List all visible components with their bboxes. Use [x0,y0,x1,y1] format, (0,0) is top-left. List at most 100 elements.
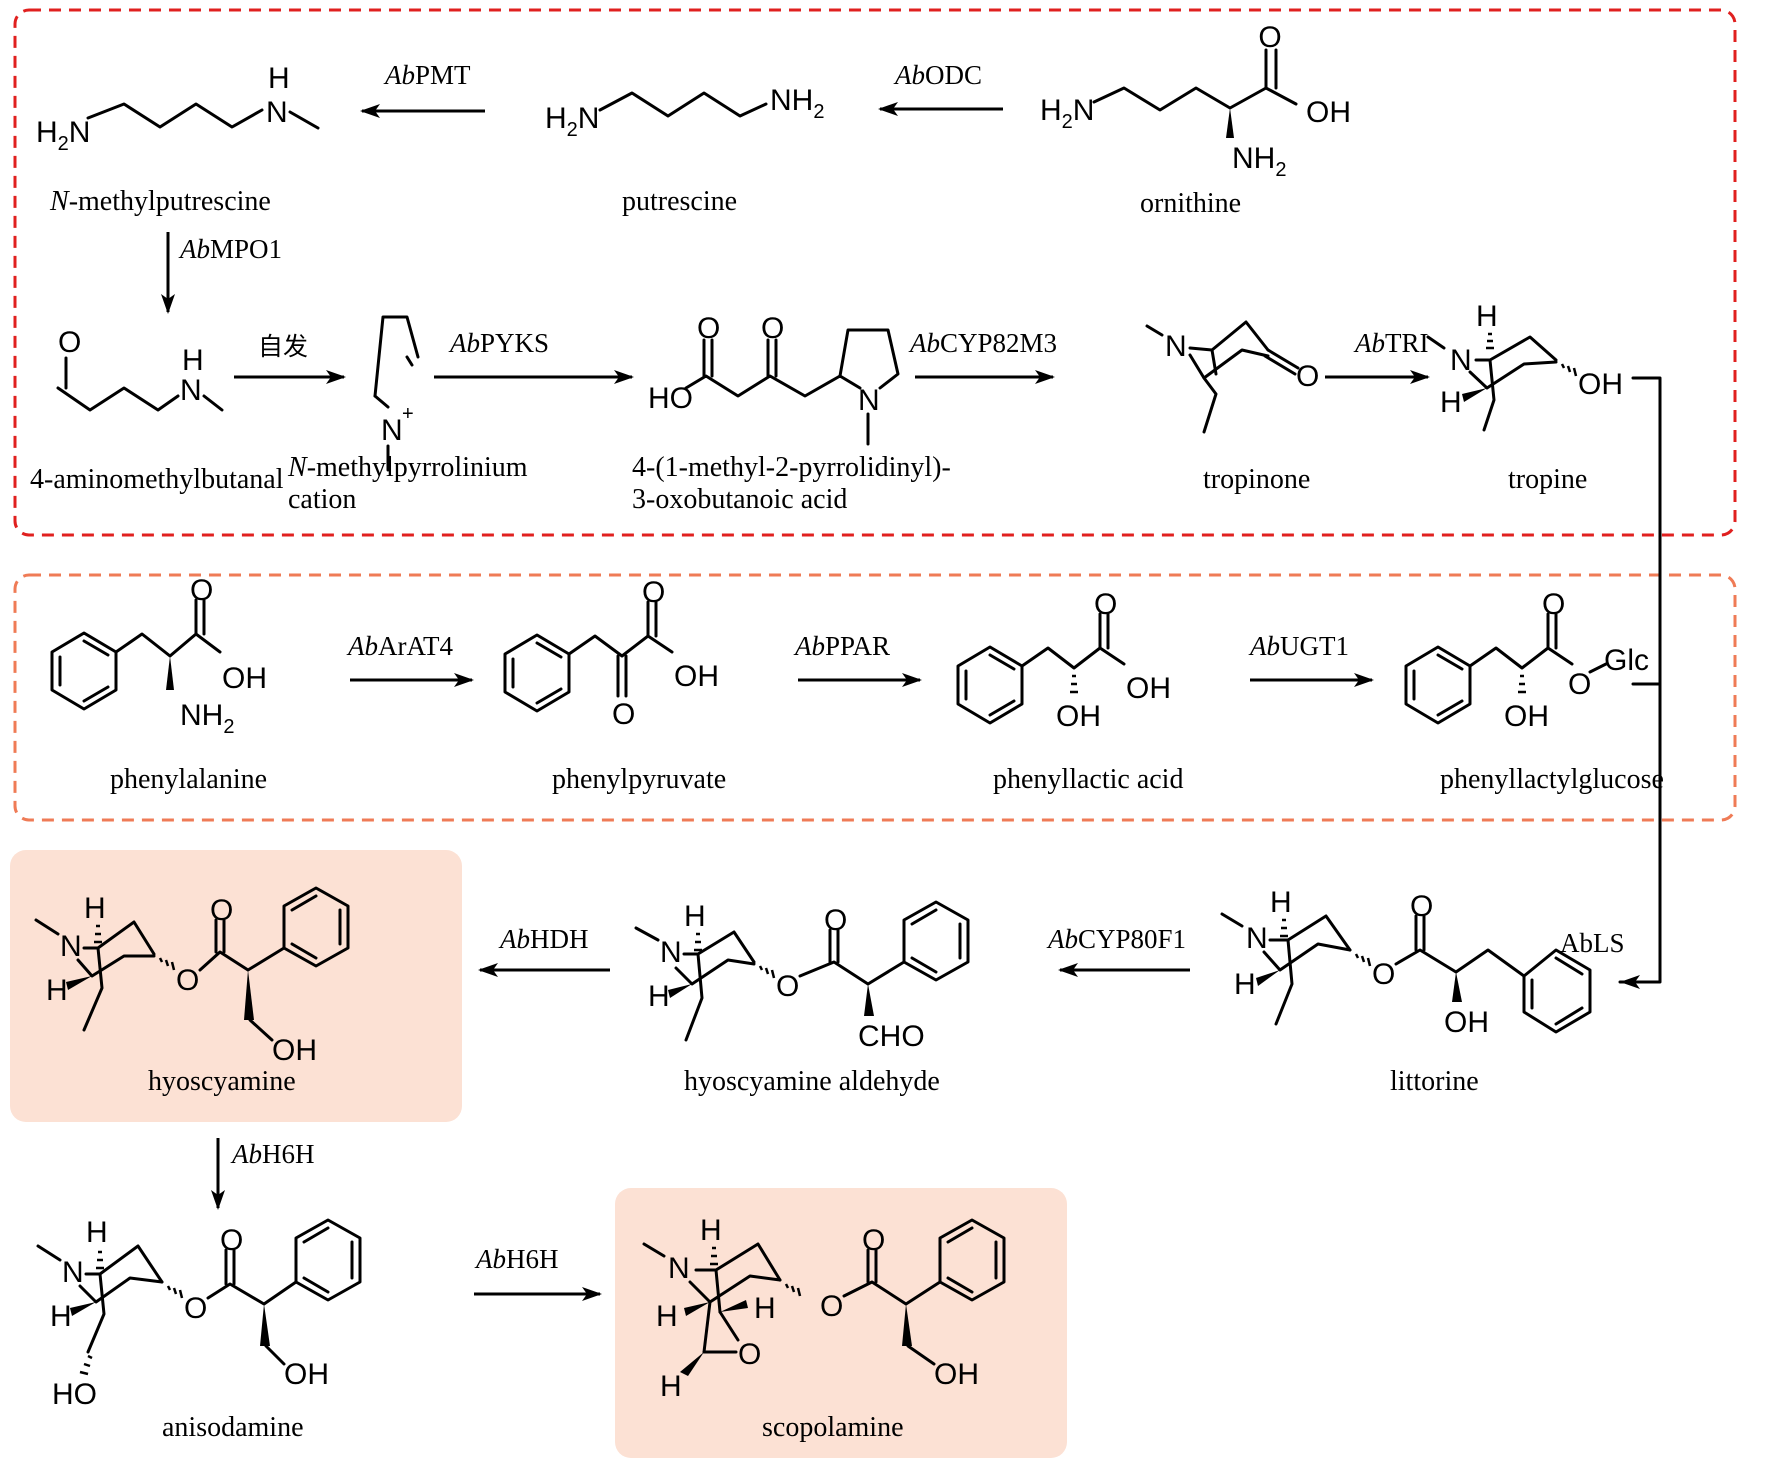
label-aminomethylbutanal: 4-aminomethylbutanal [30,464,284,495]
svg-text:O: O [1094,588,1117,621]
label-oxobutanoic-line1: 4-(1-methyl-2-pyrrolidinyl)- [632,452,951,483]
enzyme-h6h-1: AbH6H [230,1139,315,1169]
phenyllactate-module-box [13,573,1737,822]
enzyme-hdh: AbHDH [498,924,589,954]
svg-text:Glc: Glc [1604,644,1649,677]
svg-text:O: O [210,894,233,927]
littorine-structure: N H H O O OH [1220,886,1592,1039]
scopolamine-highlight-box [615,1188,1067,1458]
svg-text:O: O [761,312,784,345]
label-hyoscyamine-aldehyde: hyoscyamine aldehyde [684,1066,940,1097]
enzyme-cyp80f1: AbCYP80F1 [1046,924,1186,954]
svg-text:O: O [1258,21,1281,54]
tropine-structure: N H H OH [1426,300,1623,432]
svg-text:N: N [381,414,403,447]
label-phenyllactic-acid: phenyllactic acid [993,764,1183,795]
enzyme-ls: AbLS [1560,928,1625,958]
svg-text:H: H [1234,968,1256,1001]
enzyme-ugt1: AbUGT1 [1248,631,1349,661]
svg-text:N: N [1246,922,1268,955]
svg-text:OH: OH [934,1358,979,1391]
svg-text:H: H [700,1214,722,1247]
svg-text:O: O [184,1292,207,1325]
svg-text:O: O [1296,360,1319,393]
enzyme-h6h-2: AbH6H [474,1244,559,1274]
svg-text:H: H [1476,300,1498,333]
svg-text:O: O [1410,890,1433,923]
svg-text:OH: OH [222,662,267,695]
svg-text:O: O [1372,958,1395,991]
svg-text:NH2: NH2 [770,84,824,123]
label-phenylalanine: phenylalanine [110,764,267,795]
label-oxobutanoic-line2: 3-oxobutanoic acid [632,484,847,515]
svg-text:N: N [60,930,82,963]
enzyme-pyks: AbPYKS [448,328,549,358]
enzyme-pmt: AbPMT [383,60,471,90]
svg-text:H: H [660,1370,682,1403]
svg-text:N: N [1165,330,1187,363]
label-phenylpyruvate: phenylpyruvate [552,764,726,795]
atom-h: H [268,62,290,95]
svg-text:OH: OH [674,660,719,693]
svg-text:HO: HO [52,1378,97,1411]
label-ornithine: ornithine [1140,188,1241,219]
svg-text:H2N: H2N [545,102,599,141]
svg-text:O: O [642,576,665,609]
hyoscyamine-aldehyde-structure: N H H O O CHO [634,900,970,1053]
aminomethylbutanal-structure: O N H [56,326,224,412]
svg-text:OH: OH [1578,368,1623,401]
svg-text:O: O [190,574,213,607]
enzyme-tri: AbTRI [1353,328,1429,358]
label-tropine: tropine [1508,464,1587,495]
label-anisodamine: anisodamine [162,1412,304,1443]
svg-text:O: O [176,964,199,997]
label-methylpyrrolinium-line2: cation [288,484,356,515]
label-putrescine: putrescine [622,186,737,217]
svg-text:O: O [220,1224,243,1257]
label-littorine: littorine [1390,1066,1479,1097]
enzyme-odc: AbODC [893,60,982,90]
svg-text:O: O [612,698,635,731]
svg-text:H: H [754,1292,776,1325]
tropinone-structure: N O [1145,320,1319,434]
svg-text:H: H [648,980,670,1013]
svg-text:O: O [776,970,799,1003]
scopolamine-structure: N H H H O H O O OH [642,1214,1006,1403]
svg-text:H: H [684,900,706,933]
svg-text:N: N [858,384,880,417]
label-tropinone: tropinone [1203,464,1310,495]
svg-text:CHO: CHO [858,1020,925,1053]
putrescine-structure: H2N NH2 [545,84,824,141]
tropine-module-box [13,8,1737,537]
svg-text:H: H [46,974,68,1007]
svg-text:N: N [62,1256,84,1289]
svg-text:O: O [820,1290,843,1323]
svg-text:+: + [402,403,414,425]
ornithine-structure: H2N O OH NH2 [1040,21,1351,181]
svg-text:H: H [656,1300,678,1333]
phenylpyruvate-structure: O OH O [503,576,719,731]
svg-text:H: H [1440,386,1462,419]
svg-text:O: O [738,1338,761,1371]
svg-text:OH: OH [272,1034,317,1067]
svg-text:O: O [824,904,847,937]
svg-text:H2N: H2N [1040,94,1094,133]
svg-text:H: H [182,344,204,377]
svg-text:O: O [862,1224,885,1257]
svg-text:H: H [86,1216,108,1249]
svg-text:O: O [1542,588,1565,621]
enzyme-mpo1: AbMPO1 [178,234,282,264]
svg-text:H: H [1270,886,1292,919]
phenylalanine-structure: O OH NH2 [50,574,267,738]
hyoscyamine-structure: N H H O O OH [34,886,350,1067]
oxobutanoic-acid-structure: HO O O N [648,312,900,446]
phenyllactic-acid-structure: O OH OH [956,588,1171,733]
label-hyoscyamine: hyoscyamine [148,1066,296,1097]
methylpyrrolinium-structure: N + [373,315,420,472]
svg-text:NH2: NH2 [180,699,234,738]
anisodamine-structure: N H H HO O O OH [36,1216,362,1411]
svg-text:N: N [660,936,682,969]
svg-text:OH: OH [1444,1006,1489,1039]
label-methylpyrrolinium: N-methylpyrrolinium [287,452,528,483]
